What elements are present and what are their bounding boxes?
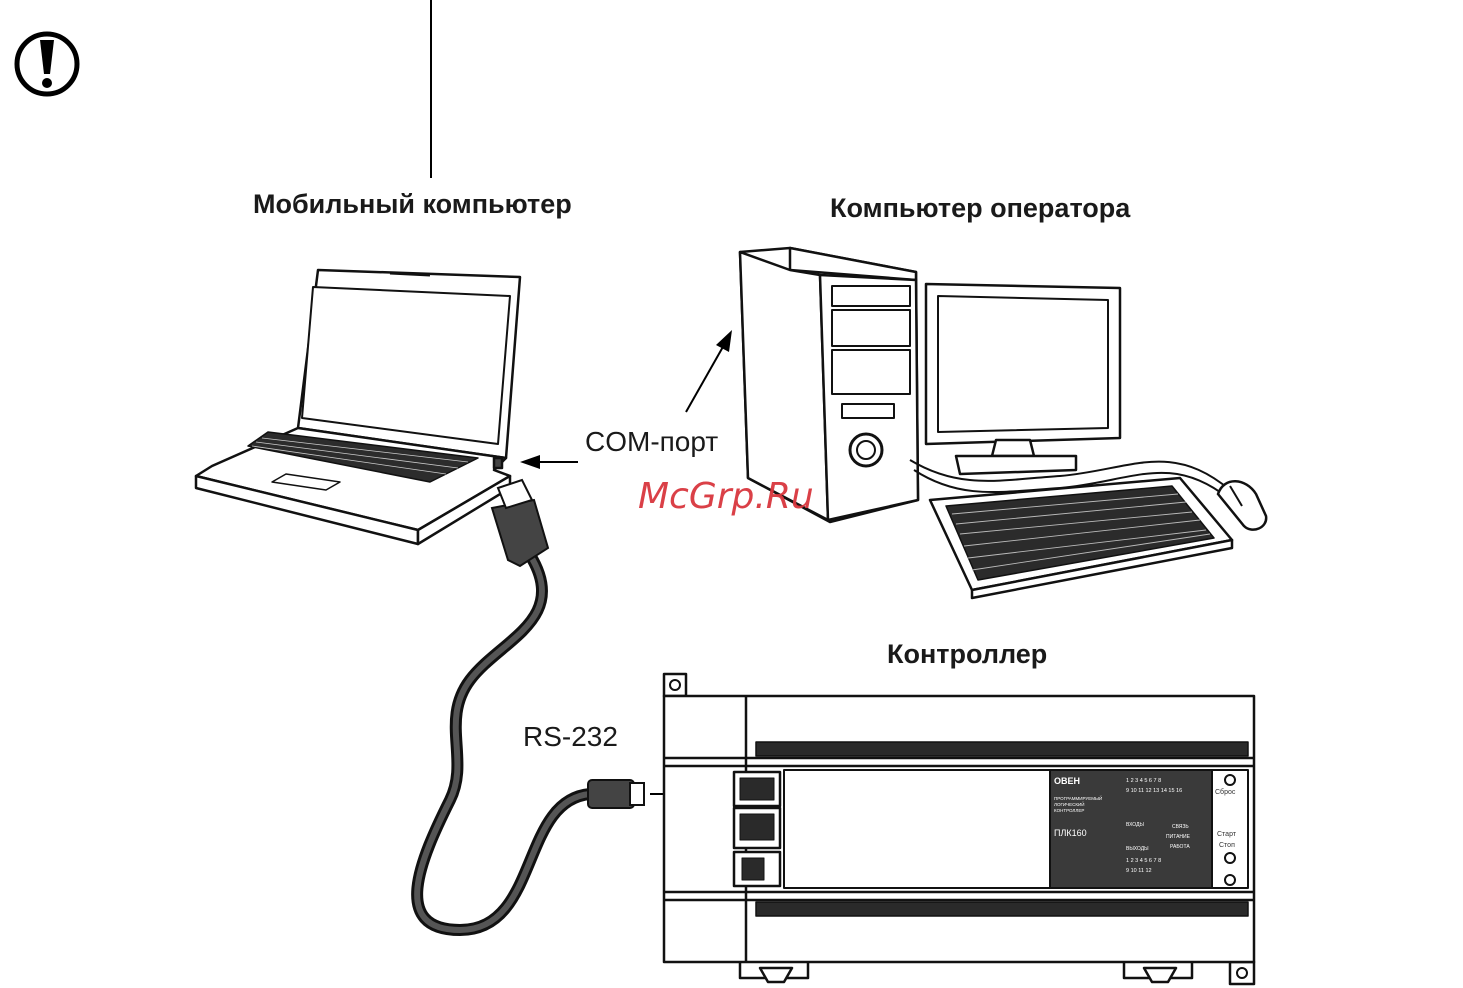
plc-out-row1: 1 2 3 4 5 6 7 8 <box>1126 858 1161 864</box>
rs232-label: RS-232 <box>523 721 618 752</box>
keyboard <box>930 478 1232 598</box>
plc-led-power: ПИТАНИЕ <box>1166 834 1191 840</box>
com-port-label: COM-порт <box>585 426 718 457</box>
plc-brand: ОВЕН <box>1054 776 1080 786</box>
monitor <box>926 284 1120 474</box>
plc-in-row2: 9 10 11 12 13 14 15 16 <box>1126 788 1182 794</box>
plc-model: ПЛК160 <box>1054 828 1087 838</box>
plc-led-link: СВЯЗЬ <box>1172 824 1189 830</box>
plc-out-row2: 9 10 11 12 <box>1126 868 1152 874</box>
plc-desc2: ЛОГИЧЕСКИЙ <box>1054 800 1084 807</box>
plc-stop: Стоп <box>1219 842 1235 849</box>
laptop-label: Мобильный компьютер <box>253 189 572 219</box>
rs232-cable <box>417 480 644 930</box>
watermark: McGrp.Ru <box>638 476 814 517</box>
pc-port-arrow <box>686 330 732 412</box>
plc-start: Старт <box>1217 831 1237 838</box>
controller-label: Контроллер <box>887 639 1047 669</box>
plc-reset: Сброс <box>1215 788 1236 796</box>
plc-desc3: КОНТРОЛЛЕР <box>1054 808 1084 813</box>
plc-outputs: ВЫХОДЫ <box>1126 846 1149 852</box>
mouse <box>1218 481 1266 529</box>
plc-led-work: РАБОТА <box>1170 844 1190 850</box>
laptop <box>196 270 520 544</box>
plc-desc1: ПРОГРАММИРУЕМЫЙ <box>1054 794 1102 801</box>
plc-in-row1: 1 2 3 4 5 6 7 8 <box>1126 778 1161 784</box>
plc-controller <box>664 674 1254 984</box>
plc-inputs: ВХОДЫ <box>1126 822 1144 828</box>
com-port-arrow <box>520 455 578 469</box>
warning-exclamation-icon <box>17 34 77 94</box>
operator-label: Компьютер оператора <box>830 193 1131 223</box>
